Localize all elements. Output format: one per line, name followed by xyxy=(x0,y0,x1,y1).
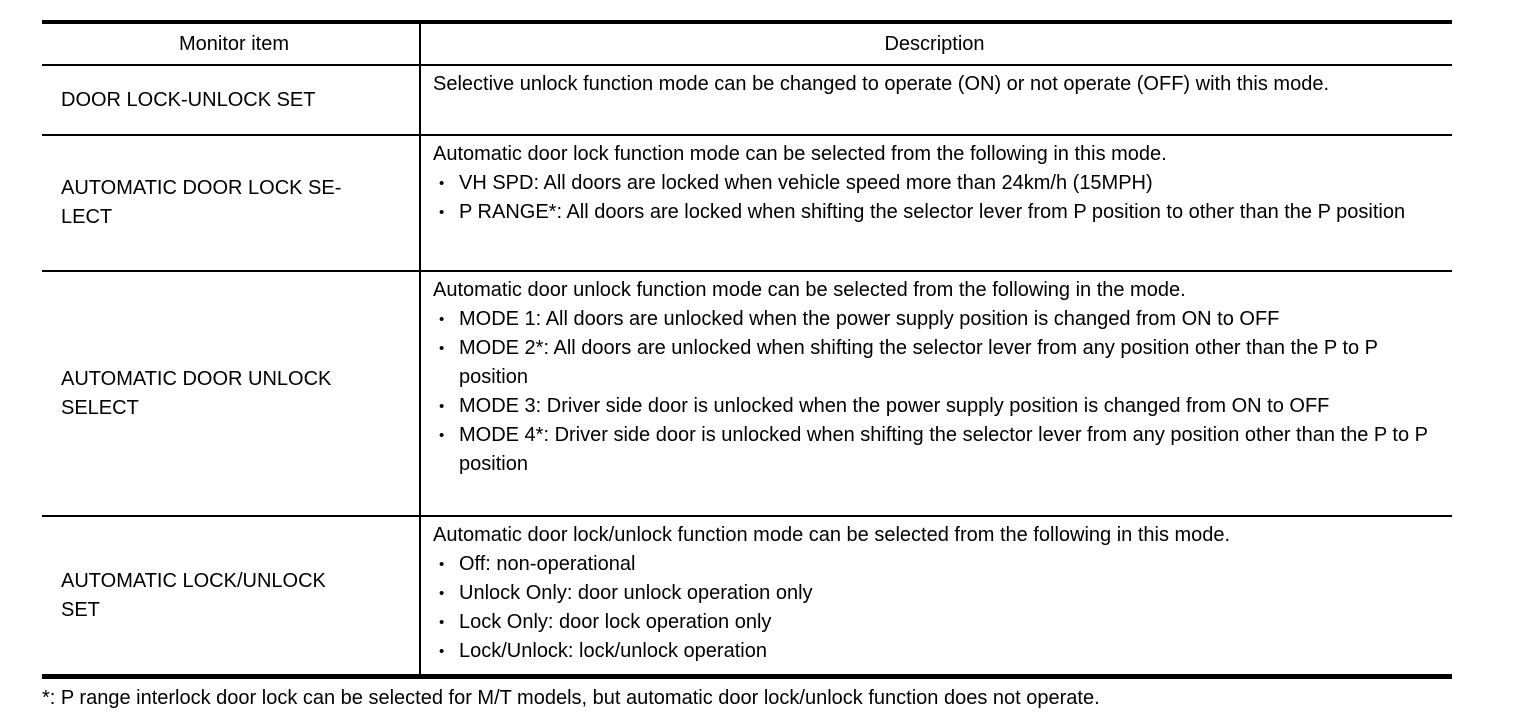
bullet-text: VH SPD: All doors are locked when vehicl… xyxy=(459,172,1153,194)
list-item: • P RANGE*: All doors are locked when sh… xyxy=(433,198,1436,227)
bullet-icon: • xyxy=(439,175,445,192)
description-intro: Selective unlock function mode can be ch… xyxy=(433,73,1330,95)
bullet-icon: • xyxy=(439,643,445,660)
monitor-item-table: Monitor item Description DOOR LOCK-UNLOC… xyxy=(42,20,1452,679)
bullet-text: MODE 3: Driver side door is unlocked whe… xyxy=(459,395,1330,417)
list-item: • VH SPD: All doors are locked when vehi… xyxy=(433,169,1436,198)
description-intro: Automatic door lock/unlock function mode… xyxy=(433,524,1231,546)
list-item: • Off: non-operational xyxy=(433,550,1436,579)
bullet-text: MODE 2*: All doors are unlocked when shi… xyxy=(459,337,1378,388)
bullet-list: • VH SPD: All doors are locked when vehi… xyxy=(433,169,1436,227)
description-intro: Automatic door unlock function mode can … xyxy=(433,279,1186,301)
monitor-item-cell: DOOR LOCK-UNLOCK SET xyxy=(42,66,421,134)
list-item: • MODE 4*: Driver side door is unlocked … xyxy=(433,421,1436,479)
bullet-text: Unlock Only: door unlock operation only xyxy=(459,582,813,604)
description-cell: Automatic door lock/unlock function mode… xyxy=(421,517,1452,674)
bullet-icon: • xyxy=(439,556,445,573)
list-item: • Lock Only: door lock operation only xyxy=(433,608,1436,637)
bullet-icon: • xyxy=(439,585,445,602)
bullet-icon: • xyxy=(439,614,445,631)
table-header-row: Monitor item Description xyxy=(42,24,1452,66)
header-description: Description xyxy=(884,32,985,55)
list-item: • MODE 2*: All doors are unlocked when s… xyxy=(433,334,1436,392)
bullet-text: P RANGE*: All doors are locked when shif… xyxy=(459,201,1406,223)
monitor-item-cell: AUTOMATIC DOOR LOCK SE- LECT xyxy=(42,136,421,270)
list-item: • Unlock Only: door unlock operation onl… xyxy=(433,579,1436,608)
table-row: AUTOMATIC DOOR UNLOCK SELECT Automatic d… xyxy=(42,272,1452,517)
bullet-icon: • xyxy=(439,204,445,221)
bullet-text: Off: non-operational xyxy=(459,553,636,575)
monitor-item-cell: AUTOMATIC DOOR UNLOCK SELECT xyxy=(42,272,421,515)
description-cell: Automatic door unlock function mode can … xyxy=(421,272,1452,515)
bullet-icon: • xyxy=(439,398,445,415)
bullet-icon: • xyxy=(439,427,445,444)
description-cell: Selective unlock function mode can be ch… xyxy=(421,66,1452,134)
table-footnote: *: P range interlock door lock can be se… xyxy=(42,687,1100,709)
bullet-text: MODE 4*: Driver side door is unlocked wh… xyxy=(459,424,1428,475)
bullet-icon: • xyxy=(439,340,445,357)
description-intro: Automatic door lock function mode can be… xyxy=(433,143,1167,165)
description-cell: Automatic door lock function mode can be… xyxy=(421,136,1452,270)
table-row: AUTOMATIC LOCK/UNLOCK SET Automatic door… xyxy=(42,517,1452,674)
bullet-icon: • xyxy=(439,311,445,328)
bullet-list: • MODE 1: All doors are unlocked when th… xyxy=(433,305,1436,479)
list-item: • Lock/Unlock: lock/unlock operation xyxy=(433,637,1436,666)
table-row: AUTOMATIC DOOR LOCK SE- LECT Automatic d… xyxy=(42,136,1452,272)
table-row: DOOR LOCK-UNLOCK SET Selective unlock fu… xyxy=(42,66,1452,136)
bullet-text: Lock Only: door lock operation only xyxy=(459,611,772,633)
bullet-list: • Off: non-operational • Unlock Only: do… xyxy=(433,550,1436,666)
monitor-item-cell: AUTOMATIC LOCK/UNLOCK SET xyxy=(42,517,421,674)
bullet-text: Lock/Unlock: lock/unlock operation xyxy=(459,640,767,662)
list-item: • MODE 3: Driver side door is unlocked w… xyxy=(433,392,1436,421)
list-item: • MODE 1: All doors are unlocked when th… xyxy=(433,305,1436,334)
bullet-text: MODE 1: All doors are unlocked when the … xyxy=(459,308,1280,330)
header-monitor-item: Monitor item xyxy=(42,24,421,64)
